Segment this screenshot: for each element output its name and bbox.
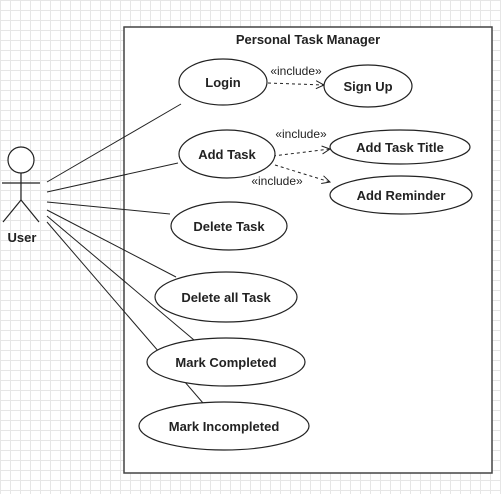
use-case-sign-up: Sign Up [343,79,392,94]
actor-label: User [8,230,37,245]
actor-right-leg [20,199,40,223]
system-title: Personal Task Manager [236,32,380,47]
use-case-sign-up-ellipse [323,64,413,108]
system-boundary [123,26,493,474]
use-case-add-task-title-ellipse [329,129,471,165]
include-label-title: «include» [275,127,327,141]
association-login [46,103,182,183]
include-label-signup: «include» [270,64,322,78]
use-case-delete-all-task: Delete all Task [181,290,271,305]
association-delete-task [46,201,171,215]
use-case-login-ellipse [178,58,268,106]
use-case-add-task-title: Add Task Title [356,140,444,155]
use-case-mark-incompleted: Mark Incompleted [169,419,280,434]
use-case-delete-all-task-ellipse [154,271,298,323]
use-case-delete-task-ellipse [170,201,288,251]
use-case-add-task-ellipse [178,129,276,179]
use-case-delete-task: Delete Task [193,219,265,234]
use-case-add-reminder: Add Reminder [357,188,446,203]
association-add-task [46,162,179,193]
user-actor [2,146,40,223]
association-delete-all-task [46,209,177,278]
use-case-login: Login [205,75,240,90]
use-case-add-reminder-ellipse [329,175,473,215]
use-case-mark-incompleted-ellipse [138,401,310,451]
actor-head [7,146,35,174]
use-case-mark-completed: Mark Completed [175,355,276,370]
actor-left-leg [2,199,22,223]
association-mark-completed [46,215,195,341]
include-label-reminder: «include» [251,174,303,188]
use-case-add-task: Add Task [198,147,256,162]
use-case-mark-completed-ellipse [146,337,306,387]
